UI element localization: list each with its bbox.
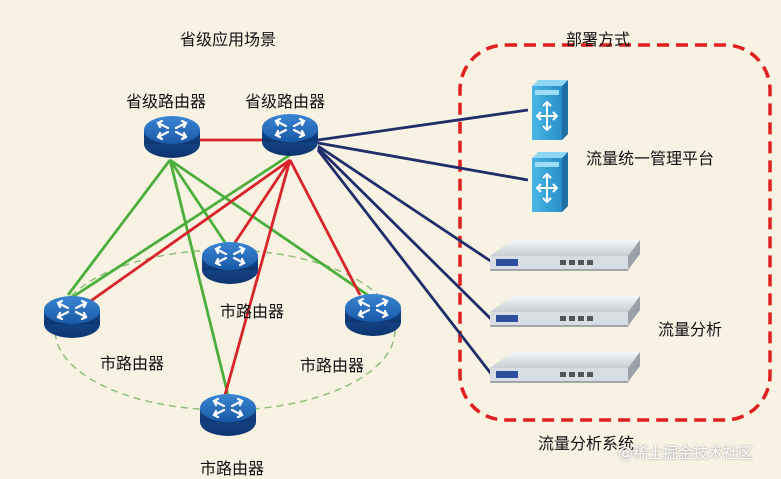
switch-2-icon xyxy=(532,152,568,212)
city-router-center-label: 市路由器 xyxy=(220,302,285,321)
appliance-3-icon xyxy=(490,352,640,383)
city-router-left-label: 市路由器 xyxy=(100,354,165,373)
green-links xyxy=(66,153,376,396)
watermark: @稀土掘金技术社区 xyxy=(618,444,754,462)
platform-label: 流量统一管理平台 xyxy=(586,149,715,168)
appliance-2-icon xyxy=(490,296,640,327)
navy-links xyxy=(316,108,529,376)
city-router-bottom-icon xyxy=(198,392,258,438)
province-router-1-label: 省级路由器 xyxy=(126,92,207,111)
system-label: 流量分析系统 xyxy=(538,434,635,453)
analysis-label: 流量分析 xyxy=(658,320,723,339)
province-router-2-label: 省级路由器 xyxy=(245,92,326,111)
switch-1-icon xyxy=(532,80,568,140)
city-router-bottom-label: 市路由器 xyxy=(200,459,265,478)
scene-title: 省级应用场景 xyxy=(180,30,277,49)
province-router-1-icon xyxy=(142,114,202,160)
province-router-2-icon xyxy=(260,112,320,158)
red-links xyxy=(84,138,362,396)
city-router-right-icon xyxy=(343,292,403,338)
city-router-left-icon xyxy=(42,294,102,340)
appliance-1-icon xyxy=(490,240,640,271)
city-router-right-label: 市路由器 xyxy=(300,356,365,375)
city-router-center-icon xyxy=(200,240,260,286)
deploy-title: 部署方式 xyxy=(566,30,631,49)
